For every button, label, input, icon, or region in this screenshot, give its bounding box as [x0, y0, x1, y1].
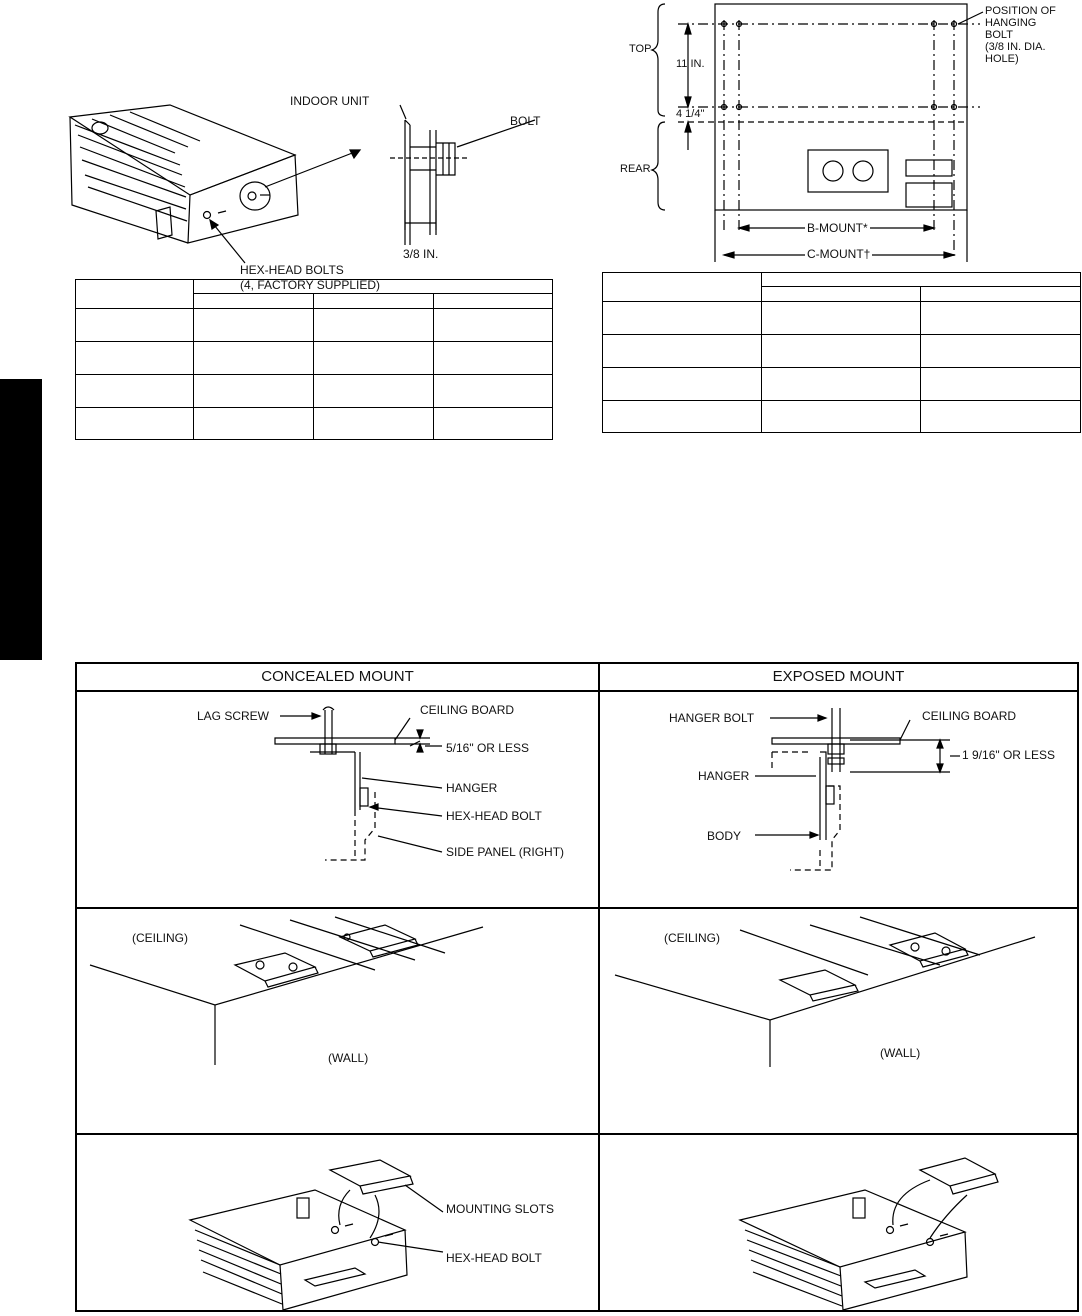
dim-11-label: 11 IN.: [676, 58, 705, 70]
exposed-ceiling-board-label: CEILING BOARD: [922, 709, 1017, 723]
bolt-label: BOLT: [510, 114, 541, 128]
hex-head-bolts-label: HEX-HEAD BOLTS: [240, 263, 344, 277]
mount-table-row-rule-1: [75, 907, 1079, 909]
concealed-ceiling-label: (CEILING): [132, 931, 189, 945]
concealed-gap-label: 5/16" OR LESS: [446, 741, 529, 755]
concealed-ceiling-wall-figure: [89, 916, 484, 1065]
lag-screw-label: LAG SCREW: [197, 709, 270, 723]
section-tab: [0, 379, 42, 660]
concealed-hanger-label: HANGER: [446, 781, 498, 795]
rear-label: REAR: [620, 163, 651, 175]
b-mount-label: B-MOUNT*: [805, 221, 870, 235]
position-label-4: (3/8 IN. DIA.: [985, 41, 1046, 53]
concealed-ceiling-board-label: CEILING BOARD: [420, 703, 515, 717]
exposed-mount-detail: [755, 708, 960, 871]
exposed-ceiling-wall-figure: [614, 916, 1036, 1067]
left-spec-table: [75, 279, 553, 440]
c-mount-label: C-MOUNT†: [805, 247, 873, 261]
concealed-wall-label: (WALL): [328, 1051, 369, 1065]
exposed-ceiling-label: (CEILING): [664, 931, 721, 945]
exposed-wall-label: (WALL): [880, 1046, 921, 1060]
side-panel-label: SIDE PANEL (RIGHT): [446, 845, 565, 859]
position-label-5: HOLE): [985, 53, 1019, 65]
row3-hex-head-bolt-label: HEX-HEAD BOLT: [446, 1251, 542, 1265]
top-label: TOP: [629, 43, 652, 55]
hanger-bolt-label: HANGER BOLT: [669, 711, 755, 725]
exposed-mounting-slots-figure: [738, 1157, 999, 1311]
position-label-2: HANGING: [985, 17, 1037, 29]
body-label: BODY: [707, 829, 742, 843]
position-label-1: POSITION OF: [985, 5, 1056, 17]
right-spec-table: [602, 272, 1081, 433]
mount-table-header-rule: [75, 690, 1079, 692]
concealed-mount-detail: [274, 706, 443, 861]
concealed-mounting-slots-figure: [188, 1159, 444, 1311]
dim-4-1-4-label: 4 1/4": [676, 108, 705, 120]
exposed-gap-label: 1 9/16" OR LESS: [962, 748, 1055, 762]
dim-3-8-label: 3/8 IN.: [403, 247, 439, 261]
mounting-slots-label: MOUNTING SLOTS: [446, 1202, 555, 1216]
concealed-mount-header: CONCEALED MOUNT: [261, 668, 414, 685]
exposed-mount-header: EXPOSED MOUNT: [772, 668, 905, 685]
exposed-hanger-label: HANGER: [698, 769, 750, 783]
indoor-unit-bolt-figure: [68, 104, 536, 264]
indoor-unit-label: INDOOR UNIT: [290, 94, 370, 108]
concealed-hex-head-bolt-label: HEX-HEAD BOLT: [446, 809, 542, 823]
position-label-3: BOLT: [985, 29, 1013, 41]
mount-table-divider: [598, 662, 600, 1312]
mount-table-row-rule-2: [75, 1133, 1079, 1135]
hanging-bolt-position-figure: [650, 3, 984, 262]
mount-comparison-table: [75, 662, 1079, 1312]
